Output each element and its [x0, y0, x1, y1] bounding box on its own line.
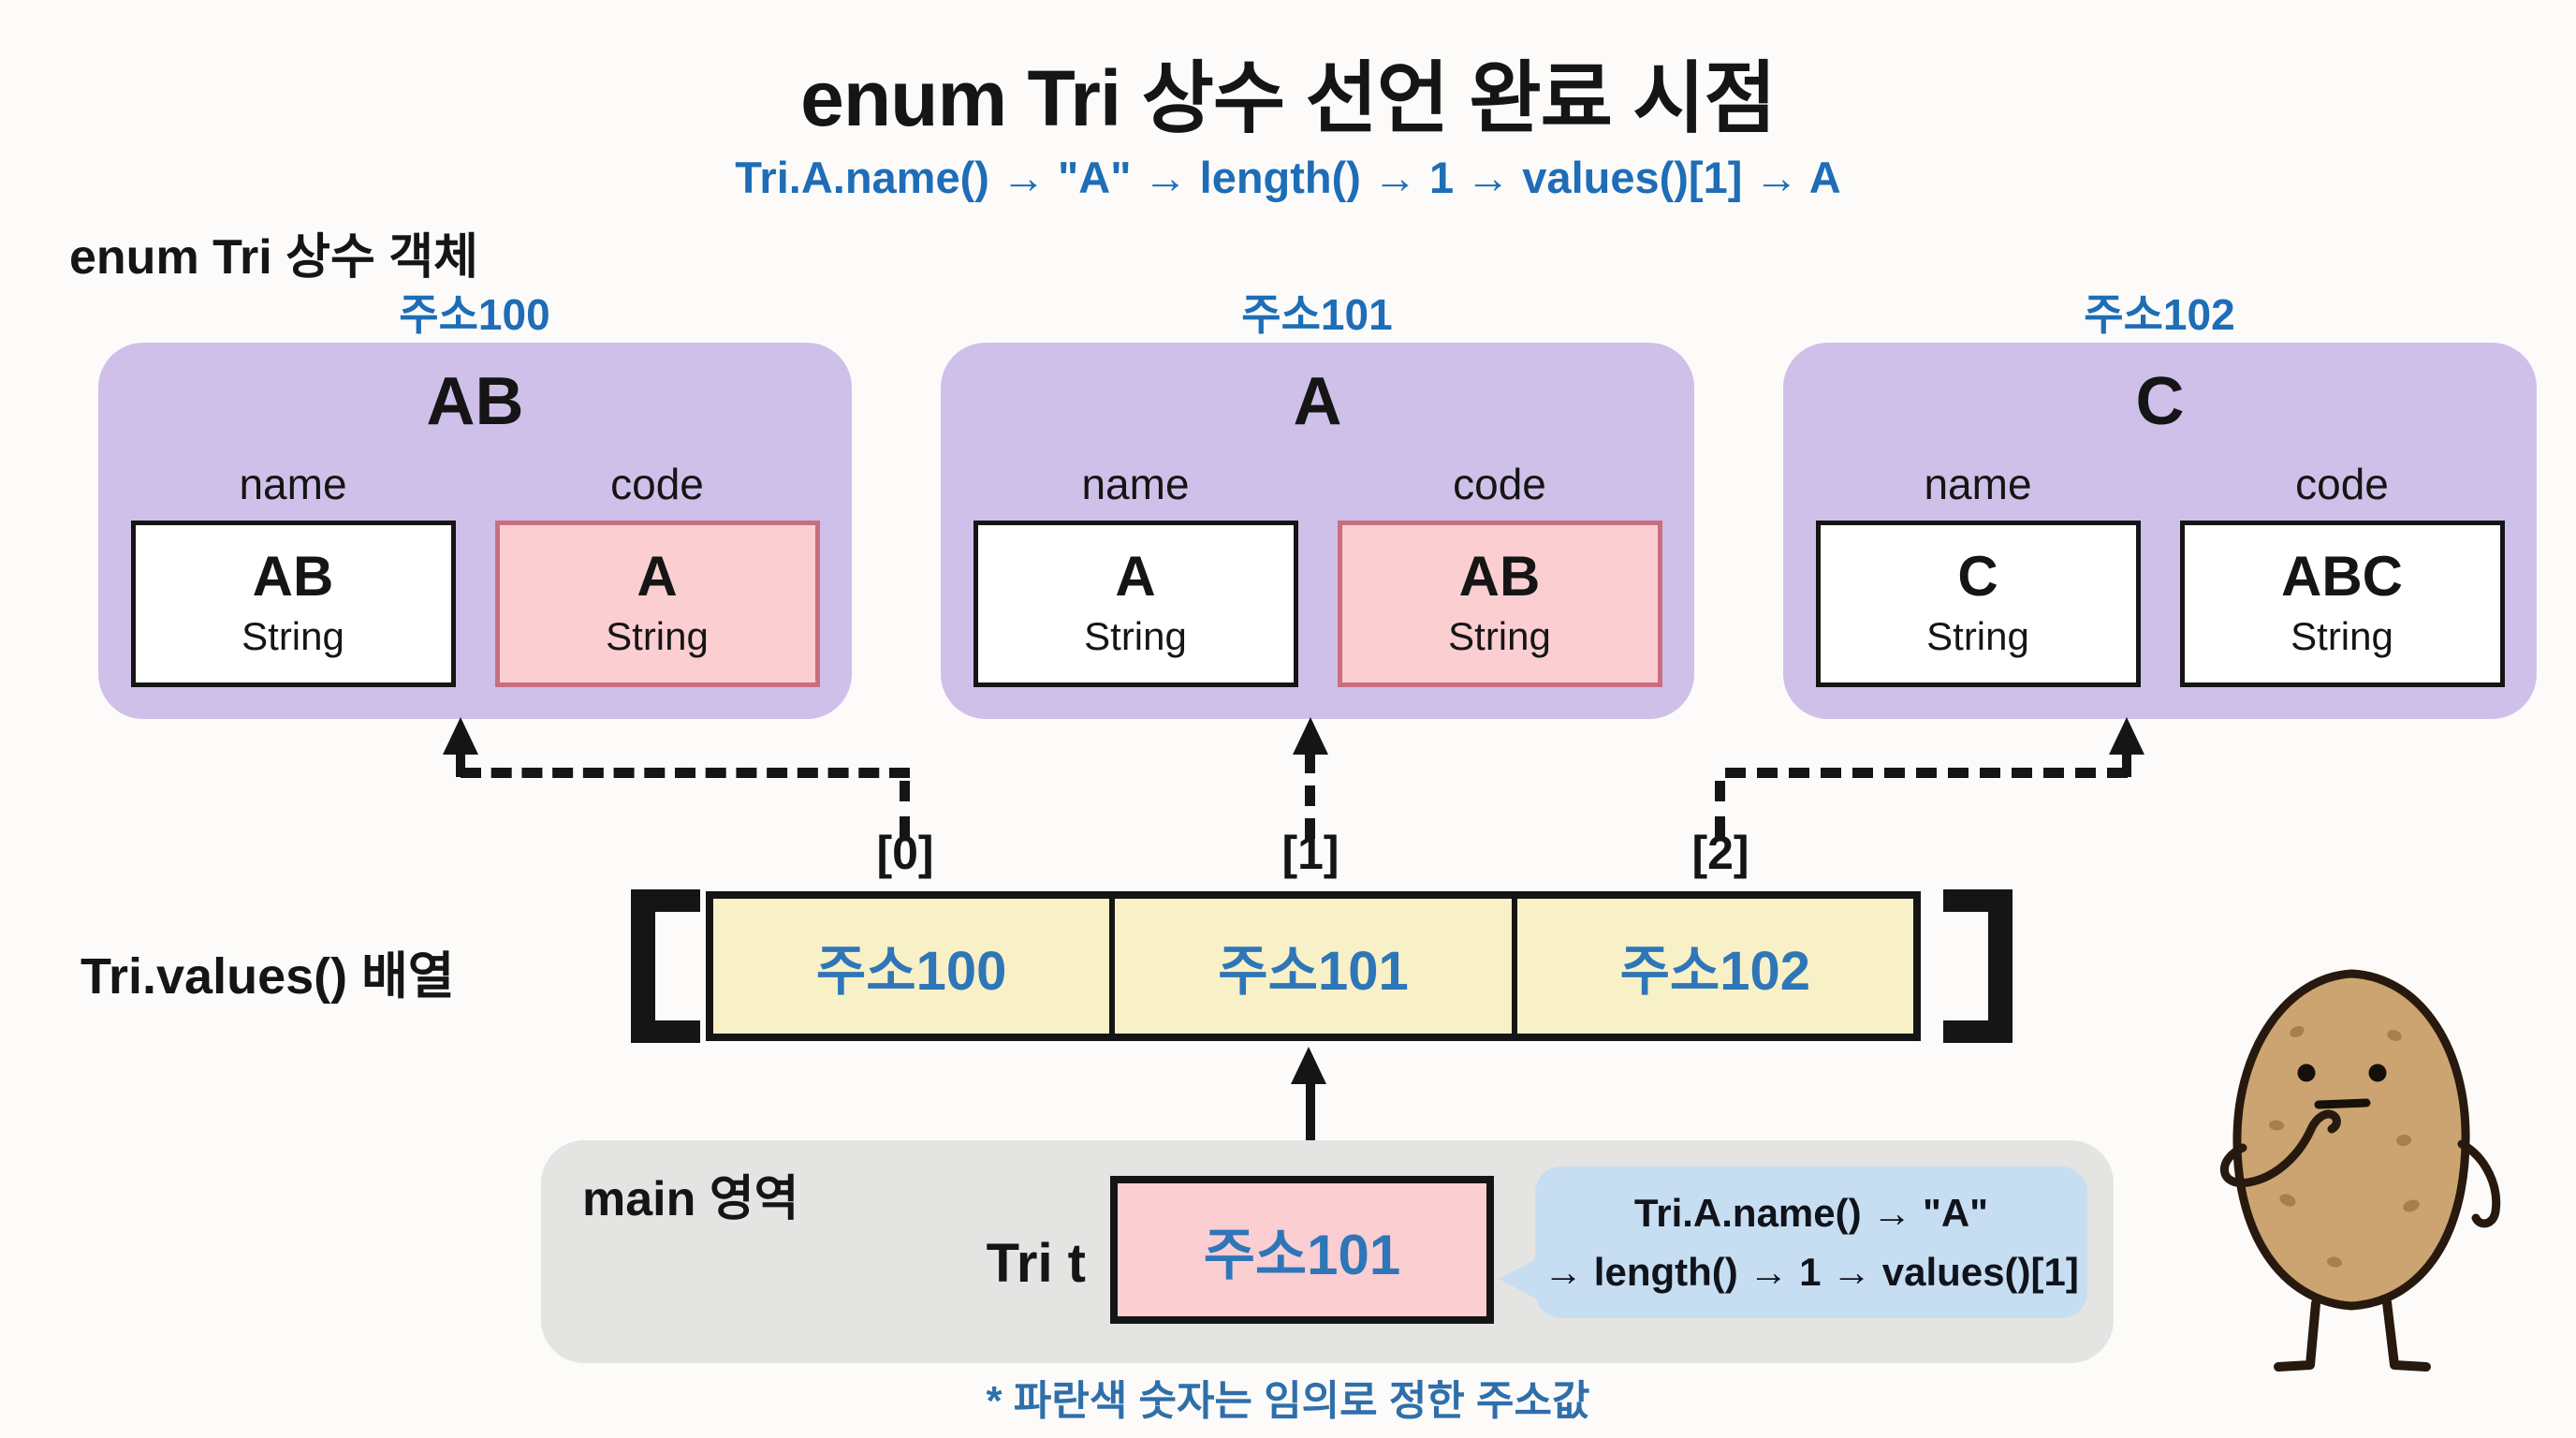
array-bracket-right	[1943, 889, 2012, 1043]
field-type: String	[1448, 613, 1551, 658]
field-type: String	[1084, 613, 1187, 658]
field-name: name C String	[1815, 459, 2141, 687]
array-cell-2: 주소102	[1511, 899, 1913, 1034]
array-index-0: [0]	[876, 827, 934, 879]
field-value-box: AB String	[130, 520, 456, 687]
field-value: C	[1957, 544, 1998, 608]
field-code: code AB String	[1337, 459, 1662, 687]
field-name: name AB String	[130, 459, 456, 687]
address-label-1: 주소101	[1241, 290, 1393, 339]
variable-value-box: 주소101	[1110, 1176, 1494, 1324]
field-label: name	[1081, 459, 1190, 508]
field-value: ABC	[2281, 544, 2403, 608]
enum-object-card-2: C name C String code ABC String	[1783, 343, 2537, 719]
array-section-label: Tri.values() 배열	[80, 948, 455, 1005]
dashed-line-horizontal	[461, 768, 910, 778]
field-row: name C String code ABC String	[1815, 459, 2505, 687]
arrowhead-up-icon	[443, 717, 478, 755]
speech-bubble-tail	[1499, 1258, 1538, 1299]
dashed-line-vertical	[1715, 781, 1725, 837]
field-code: code A String	[494, 459, 820, 687]
bubble-line-1: Tri.A.name() → "A"	[1633, 1191, 1989, 1235]
field-code: code ABC String	[2179, 459, 2505, 687]
arrowhead-up-icon	[1293, 717, 1328, 755]
bubble-line-2: → length() → 1 → values()[1]	[1544, 1250, 2079, 1294]
field-label: name	[239, 459, 347, 508]
field-type: String	[2291, 613, 2393, 658]
field-type: String	[606, 613, 709, 658]
field-type: String	[242, 613, 344, 658]
field-value: A	[1115, 544, 1156, 608]
array-bracket-left	[631, 889, 700, 1043]
field-value-box: ABC String	[2179, 520, 2505, 687]
enum-constant-name: AB	[426, 364, 524, 439]
address-label-0: 주소100	[399, 290, 550, 339]
arrowhead-up-icon	[1291, 1047, 1326, 1084]
dashed-line-vertical	[900, 781, 910, 837]
enum-constant-name: A	[1293, 364, 1342, 439]
field-value-box: A String	[973, 520, 1298, 687]
array-index-2: [2]	[1691, 827, 1749, 879]
array-cell-0: 주소100	[713, 899, 1110, 1034]
page-title: enum Tri 상수 선언 완료 시점	[800, 54, 1777, 142]
potato-character-icon	[2220, 969, 2501, 1372]
arrowhead-up-icon	[2109, 717, 2144, 755]
arrow-stem	[1306, 1080, 1315, 1178]
values-array: 주소100 주소101 주소102	[706, 891, 1921, 1041]
field-label: code	[1453, 459, 1546, 508]
field-value: AB	[252, 544, 334, 608]
address-label-2: 주소102	[2084, 290, 2235, 339]
field-value: A	[637, 544, 678, 608]
arrow-stem	[456, 751, 465, 777]
main-area-label: main 영역	[582, 1172, 799, 1226]
dashed-line-horizontal	[1725, 768, 2128, 778]
field-type: String	[1926, 613, 2029, 658]
array-index-1: [1]	[1281, 827, 1339, 879]
field-label: code	[610, 459, 704, 508]
field-value: AB	[1458, 544, 1541, 608]
field-value-box-highlighted: AB String	[1337, 520, 1662, 687]
enum-object-card-1: A name A String code AB String	[941, 343, 1694, 719]
footnote: * 파란색 숫자는 임의로 정한 주소값	[986, 1378, 1590, 1424]
speech-bubble: Tri.A.name() → "A" → length() → 1 → valu…	[1535, 1167, 2087, 1318]
field-row: name A String code AB String	[973, 459, 1662, 687]
field-label: code	[2295, 459, 2389, 508]
field-value-box-highlighted: A String	[494, 520, 820, 687]
variable-label: Tri t	[986, 1233, 1086, 1294]
dashed-line-vertical	[1305, 753, 1315, 839]
subtitle-expression: Tri.A.name() → "A" → length() → 1 → valu…	[735, 153, 1841, 202]
enum-section-label: enum Tri 상수 객체	[69, 230, 478, 285]
array-cell-1: 주소101	[1109, 899, 1512, 1034]
field-row: name AB String code A String	[130, 459, 820, 687]
field-label: name	[1924, 459, 2032, 508]
field-value-box: C String	[1815, 520, 2141, 687]
enum-constant-name: C	[2135, 364, 2185, 439]
enum-object-card-0: AB name AB String code A String	[98, 343, 852, 719]
arrow-stem	[2122, 751, 2131, 777]
field-name: name A String	[973, 459, 1298, 687]
